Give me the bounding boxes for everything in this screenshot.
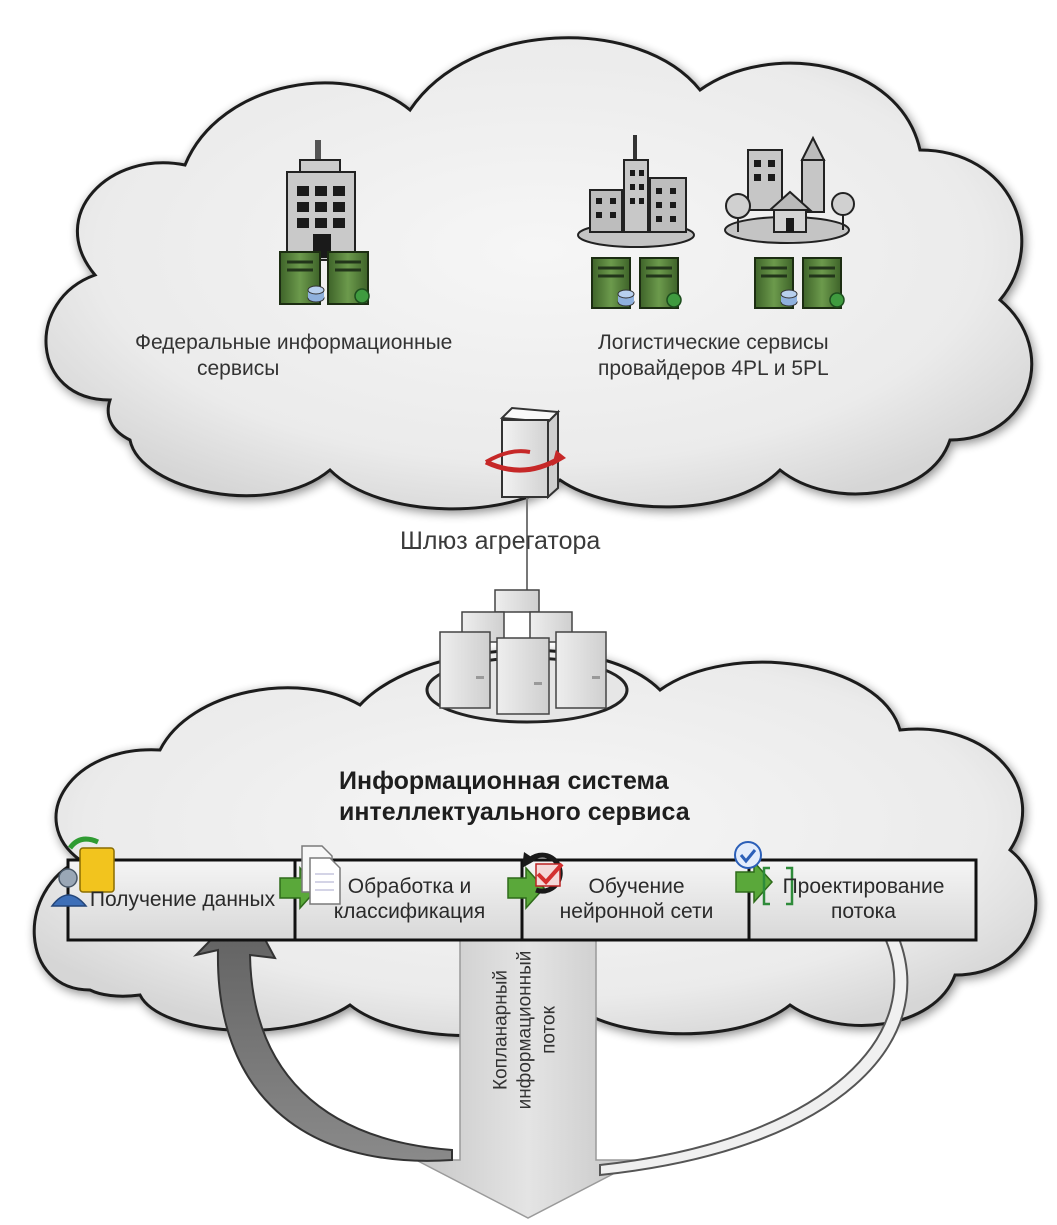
stage-processing-classification: Обработка и классификация xyxy=(333,875,486,923)
document-icon xyxy=(301,845,341,905)
stage-flow-design: Проектирование потока xyxy=(782,875,945,923)
logistics-services-label: Логистические сервисы провайдеров 4PL и … xyxy=(598,331,829,380)
city-skyline-icon xyxy=(577,135,695,248)
federal-services-label: Федеральные информационные сервисы xyxy=(135,331,453,380)
gateway-server-icon xyxy=(484,406,566,500)
coplanar-flow-label: Копланарный информационный поток xyxy=(490,950,559,1110)
checkmark-icon xyxy=(734,841,762,869)
bracket-icon xyxy=(762,866,794,906)
city-web-server-icon xyxy=(639,257,682,309)
data-acquisition-icon xyxy=(50,836,115,907)
process-bar xyxy=(66,858,978,942)
gateway-label: Шлюз агрегатора xyxy=(400,527,601,555)
town-db-server-icon xyxy=(754,257,798,309)
top-cloud xyxy=(44,36,1034,511)
city-db-server-icon xyxy=(591,257,635,309)
federal-db-server-icon xyxy=(279,251,325,305)
town-icon xyxy=(724,135,855,244)
federal-web-server-icon xyxy=(327,251,370,305)
town-web-server-icon xyxy=(802,257,845,309)
system-title: Информационная система интеллектуального… xyxy=(339,767,690,826)
server-rack-cluster-icon xyxy=(425,589,629,724)
neural-training-icon xyxy=(522,852,564,894)
green-arrow-icon-2 xyxy=(507,866,546,910)
stage-data-acquisition: Получение данных xyxy=(89,887,276,911)
stage-neural-training: Обучение нейронной сети xyxy=(559,875,714,923)
